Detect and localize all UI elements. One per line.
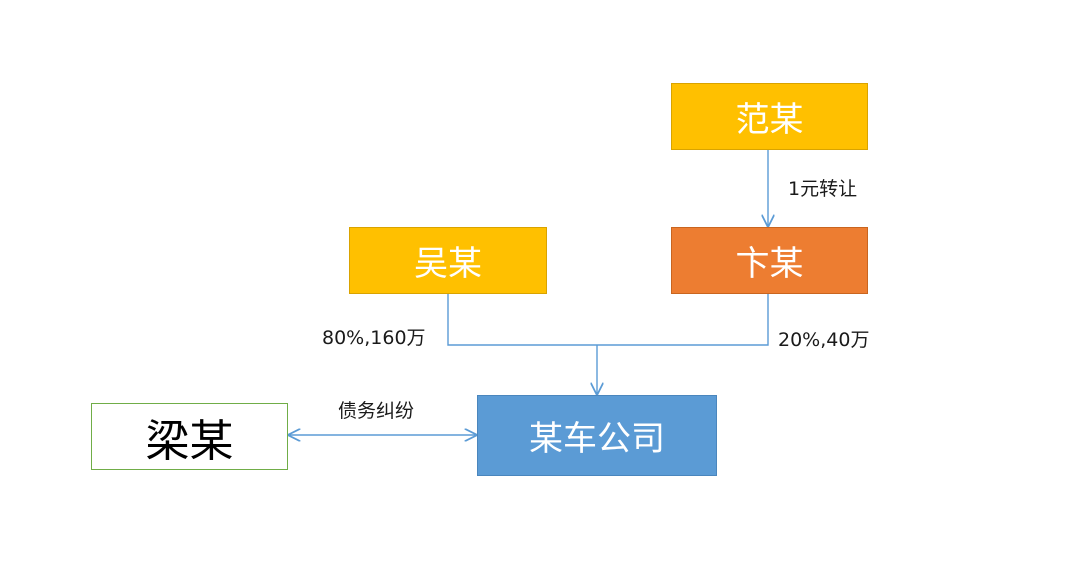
edge-label-wu-share: 80%,160万 — [322, 327, 426, 349]
node-liang: 梁某 — [91, 403, 288, 470]
node-wu: 吴某 — [349, 227, 547, 294]
connector-wu-to-company — [447, 294, 597, 346]
connector-bian-to-company — [597, 294, 769, 346]
edge-label-transfer: 1元转让 — [788, 178, 858, 200]
edge-label-dispute: 债务纠纷 — [338, 400, 415, 422]
node-bian: 卞某 — [671, 227, 868, 294]
node-wu-label: 吴某 — [414, 244, 482, 284]
node-fan-label: 范某 — [735, 100, 804, 140]
node-fan: 范某 — [671, 83, 868, 150]
node-company-label: 某车公司 — [529, 419, 665, 459]
node-bian-label: 卞某 — [735, 244, 804, 284]
node-company: 某车公司 — [477, 395, 717, 476]
edge-label-bian-share: 20%,40万 — [778, 329, 870, 351]
node-liang-label: 梁某 — [145, 415, 234, 467]
